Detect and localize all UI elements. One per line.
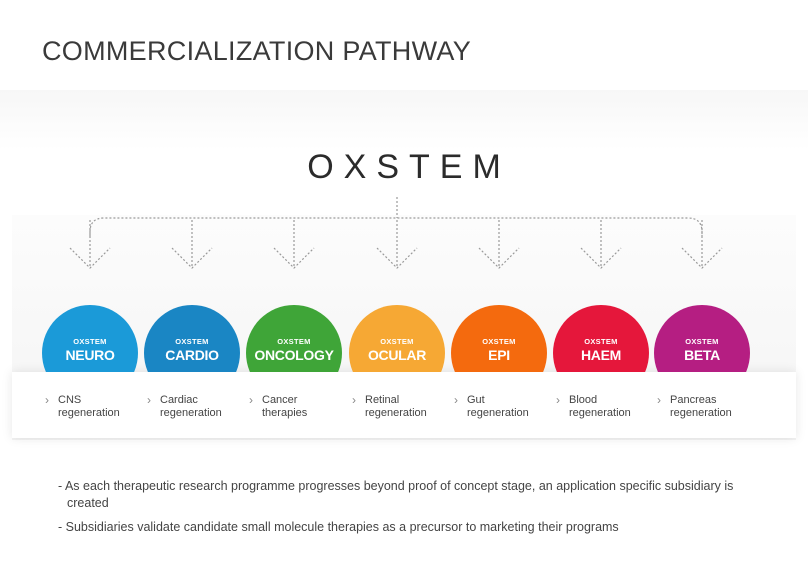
description-line-1: Cardiac (160, 394, 198, 406)
description-line-1: CNS (58, 394, 82, 406)
arrow-down-icon (171, 247, 213, 269)
arrow-down-icon (580, 247, 622, 269)
description-item: › Retinal regeneration (352, 394, 427, 420)
description-strip-cover (12, 372, 796, 438)
subsidiary-prefix: OXSTEM (685, 337, 719, 346)
description-item: › Cardiac regeneration (147, 394, 222, 420)
arrow-down-icon (273, 247, 315, 269)
subsidiary-name: NEURO (65, 347, 115, 363)
description-line-1: Cancer (262, 394, 298, 406)
chevron-right-icon: › (249, 393, 253, 407)
subsidiary-name: ONCOLOGY (254, 347, 334, 363)
chevron-right-icon: › (352, 393, 356, 407)
arrow-down-icon (69, 247, 111, 269)
chevron-right-icon: › (45, 393, 49, 407)
arrow-down-icon (478, 247, 520, 269)
description-line-2: regeneration (365, 407, 427, 419)
subsidiary-prefix: OXSTEM (175, 337, 209, 346)
description-item: › Blood regeneration (556, 394, 631, 420)
description-line-2: regeneration (58, 407, 120, 419)
chevron-right-icon: › (556, 393, 560, 407)
arrow-down-icon (376, 247, 418, 269)
subsidiary-prefix: OXSTEM (584, 337, 618, 346)
subsidiary-prefix: OXSTEM (380, 337, 414, 346)
description-line-2: therapies (262, 407, 308, 419)
branch-line (89, 217, 703, 236)
subsidiary-name: BETA (684, 347, 720, 363)
description-line-2: regeneration (569, 407, 631, 419)
brand-wordmark: OXSTEM (307, 148, 511, 186)
subsidiary-name: CARDIO (165, 347, 219, 363)
page-title: COMMERCIALIZATION PATHWAY (42, 36, 472, 66)
arrow-group (69, 220, 723, 269)
notes-list: - As each therapeutic research programme… (58, 478, 758, 543)
header-bar: COMMERCIALIZATION PATHWAY (0, 0, 808, 90)
description-line-1: Gut (467, 394, 485, 406)
subsidiary-name: OCULAR (367, 347, 427, 363)
chevron-right-icon: › (454, 393, 458, 407)
subsidiary-name: HAEM (580, 347, 622, 363)
description-line-1: Blood (569, 394, 598, 406)
subsidiary-name: EPI (488, 347, 510, 363)
subsidiary-prefix: OXSTEM (277, 337, 311, 346)
note-item: - As each therapeutic research programme… (58, 479, 734, 510)
description-item: › Gut regeneration (454, 394, 529, 420)
note-item: - Subsidiaries validate candidate small … (58, 520, 619, 534)
description-line-2: regeneration (467, 407, 529, 419)
chevron-right-icon: › (657, 393, 661, 407)
subsidiary-prefix: OXSTEM (482, 337, 516, 346)
description-line-2: regeneration (670, 407, 732, 419)
arrow-down-icon (681, 247, 723, 269)
description-item: › Pancreas regeneration (657, 394, 732, 420)
description-line-1: Pancreas (670, 394, 717, 406)
description-item: › CNS regeneration (45, 394, 120, 420)
description-line-1: Retinal (365, 394, 400, 406)
description-line-2: regeneration (160, 407, 222, 419)
chevron-right-icon: › (147, 393, 151, 407)
description-item: › Cancer therapies (249, 394, 308, 420)
subsidiary-prefix: OXSTEM (73, 337, 107, 346)
